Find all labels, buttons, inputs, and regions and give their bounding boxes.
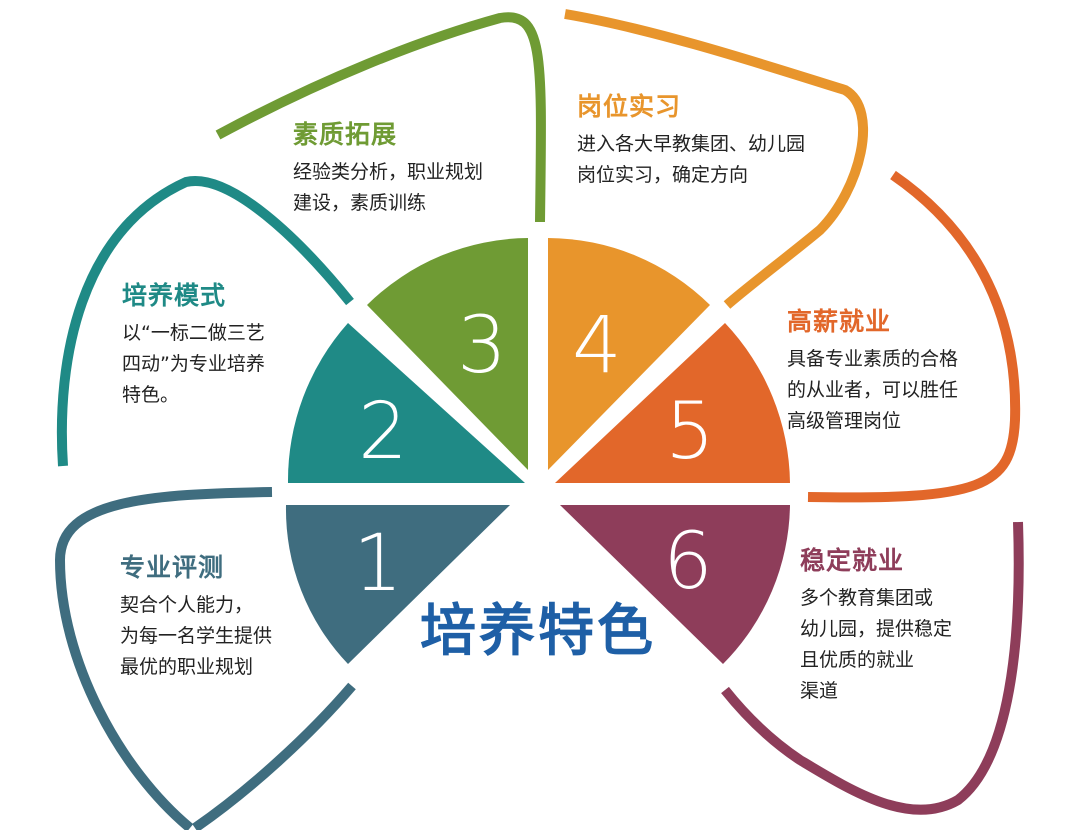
block-2-line: 四动”为专业培养 [122, 353, 265, 375]
sector-1 [285, 505, 510, 664]
block-5-desc: 具备专业素质的合格 的从业者，可以胜任 高级管理岗位 [787, 344, 958, 437]
sector-1-number: 1 [353, 519, 403, 609]
arc-3 [215, 12, 546, 223]
block-6-line: 且优质的就业 [800, 649, 915, 671]
block-3: 素质拓展 经验类分析，职业规划 建设，素质训练 [293, 115, 483, 219]
block-5: 高薪就业 具备专业素质的合格 的从业者，可以胜任 高级管理岗位 [787, 302, 958, 437]
sector-6 [560, 505, 790, 664]
block-5-line: 的从业者，可以胜任 [787, 379, 959, 401]
block-3-line: 建设，素质训练 [293, 192, 427, 214]
block-3-desc: 经验类分析，职业规划 建设，素质训练 [293, 157, 483, 219]
block-5-line: 高级管理岗位 [787, 410, 902, 432]
block-6-line: 幼儿园，提供稳定 [800, 618, 953, 640]
block-4-line: 进入各大早教集团、幼儿园 [577, 133, 806, 155]
block-1-line: 为每一名学生提供 [120, 625, 273, 647]
block-3-line: 经验类分析，职业规划 [293, 161, 484, 183]
block-6: 稳定就业 多个教育集团或 幼儿园，提供稳定 且优质的就业 渠道 [800, 541, 952, 707]
block-4-title: 岗位实习 [577, 92, 682, 121]
block-2-line: 特色。 [122, 384, 180, 406]
block-4: 岗位实习 进入各大早教集团、幼儿园 岗位实习，确定方向 [577, 87, 805, 191]
block-1-desc: 契合个人能力， 为每一名学生提供 最优的职业规划 [120, 590, 272, 683]
block-2-title: 培养模式 [122, 281, 227, 310]
block-4-line: 岗位实习，确定方向 [577, 164, 749, 186]
block-6-line: 多个教育集团或 [800, 587, 934, 609]
sector-6-number: 6 [663, 517, 713, 607]
block-6-line: 渠道 [800, 680, 839, 702]
block-1-line: 契合个人能力， [120, 594, 254, 616]
block-3-title: 素质拓展 [293, 120, 398, 149]
block-1-title: 专业评测 [120, 553, 225, 582]
sector-4 [548, 238, 710, 470]
arc-1 [54, 487, 356, 830]
block-1-line: 最优的职业规划 [120, 656, 254, 678]
sector-5 [555, 323, 790, 483]
block-1: 专业评测 契合个人能力， 为每一名学生提供 最优的职业规划 [120, 548, 272, 683]
arc-6 [721, 521, 1024, 815]
block-2-desc: 以“一标二做三艺 四动”为专业培养 特色。 [122, 318, 265, 411]
sector-3 [367, 238, 528, 470]
arc-5 [807, 170, 1021, 503]
block-5-line: 具备专业素质的合格 [787, 348, 959, 370]
sector-5-number: 5 [665, 387, 715, 477]
center-title: 培养特色 [420, 598, 656, 664]
arc-4 [564, 9, 869, 309]
block-6-title: 稳定就业 [800, 546, 905, 575]
sector-2 [287, 323, 525, 483]
block-2: 培养模式 以“一标二做三艺 四动”为专业培养 特色。 [122, 276, 265, 411]
sector-4-number: 4 [572, 301, 622, 391]
sector-2-number: 2 [358, 387, 408, 477]
arc-2 [56, 176, 354, 467]
sector-3-number: 3 [457, 301, 507, 391]
block-6-desc: 多个教育集团或 幼儿园，提供稳定 且优质的就业 渠道 [800, 583, 952, 707]
block-2-line: 以“一标二做三艺 [122, 322, 265, 344]
block-4-desc: 进入各大早教集团、幼儿园 岗位实习，确定方向 [577, 129, 805, 191]
block-5-title: 高薪就业 [787, 307, 892, 336]
